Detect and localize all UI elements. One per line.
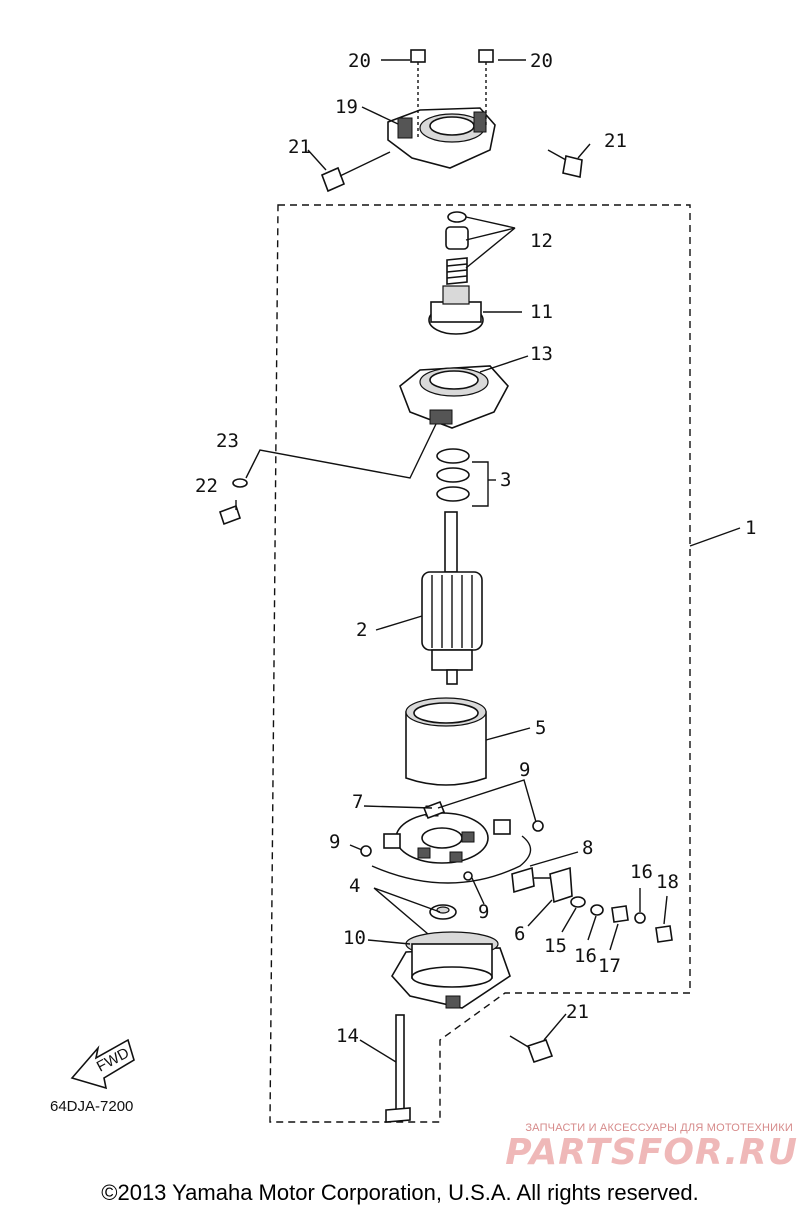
washer-15 <box>570 896 586 908</box>
spring-9-right <box>532 820 544 832</box>
spring-9-top <box>422 800 446 820</box>
watermark-tagline: ЗАПЧАСТИ И АКСЕССУАРЫ ДЛЯ МОТОТЕХНИКИ <box>525 1122 793 1134</box>
spring-9-left <box>360 845 372 857</box>
brush-right <box>493 819 511 835</box>
washer-4 <box>429 904 457 920</box>
bolt-21-top-left <box>320 151 391 193</box>
plate-6 <box>549 866 573 904</box>
terminal-bolt-8 <box>511 866 552 894</box>
callout-22: 22 <box>195 475 218 497</box>
fwd-arrow-icon: FWD <box>70 1038 135 1090</box>
bolt-20-left <box>410 49 426 140</box>
callout-14: 14 <box>336 1025 359 1047</box>
copyright-notice: ©2013 Yamaha Motor Corporation, U.S.A. A… <box>101 1180 699 1205</box>
callout-1: 1 <box>745 517 756 539</box>
washer-16-a <box>590 904 604 916</box>
callout-11: 11 <box>530 301 553 323</box>
callout-21-top-right: 21 <box>604 130 627 152</box>
diagram-code: 64DJA-7200 <box>50 1098 133 1115</box>
assembly-boundary <box>269 204 691 1123</box>
callout-16-lower: 16 <box>574 945 597 967</box>
bolt-20-right <box>478 49 494 125</box>
watermark-logo: PARTSFOR.RU <box>505 1132 798 1173</box>
callout-16-upper: 16 <box>630 861 653 883</box>
callout-21-top-left: 21 <box>288 136 311 158</box>
callout-12: 12 <box>530 230 553 252</box>
callout-21-lower: 21 <box>566 1001 589 1023</box>
brush-holder-7 <box>395 805 489 864</box>
washer-23 <box>232 478 248 488</box>
brush-lead-wire <box>371 835 532 884</box>
rear-cover-10 <box>391 931 511 1009</box>
nut-18 <box>655 925 673 943</box>
pinion-11 <box>428 285 484 335</box>
callout-3: 3 <box>500 469 511 491</box>
callout-7: 7 <box>352 791 363 813</box>
armature-2 <box>421 511 483 685</box>
spring-9-lower <box>463 871 473 881</box>
bracket-19 <box>387 107 496 169</box>
callout-18: 18 <box>656 871 679 893</box>
nut-17 <box>611 905 629 923</box>
callout-17: 17 <box>598 955 621 977</box>
clip-collar-spring-12 <box>445 211 469 285</box>
washers-3 <box>436 448 470 502</box>
bolt-21-lower <box>509 1035 554 1064</box>
callout-6: 6 <box>514 923 525 945</box>
callout-9-left: 9 <box>329 831 340 853</box>
yoke-5 <box>405 697 487 786</box>
callout-5: 5 <box>535 717 546 739</box>
callout-23: 23 <box>216 430 239 452</box>
callout-20-left: 20 <box>348 50 371 72</box>
leader-lines <box>245 59 741 1063</box>
callout-4: 4 <box>349 875 360 897</box>
callout-20-right: 20 <box>530 50 553 72</box>
callout-2: 2 <box>356 619 367 641</box>
bolt-22 <box>218 500 242 526</box>
brush-left <box>383 833 401 849</box>
callout-13: 13 <box>530 343 553 365</box>
callout-10: 10 <box>343 927 366 949</box>
callout-9-lower: 9 <box>478 901 489 923</box>
washer-16-b <box>634 912 646 924</box>
callout-15: 15 <box>544 935 567 957</box>
through-bolt-14 <box>385 1014 411 1123</box>
bolt-21-top-right <box>547 149 583 178</box>
callout-19: 19 <box>335 96 358 118</box>
callout-8: 8 <box>582 837 593 859</box>
front-cover-13 <box>399 365 509 429</box>
callout-9-top: 9 <box>519 759 530 781</box>
